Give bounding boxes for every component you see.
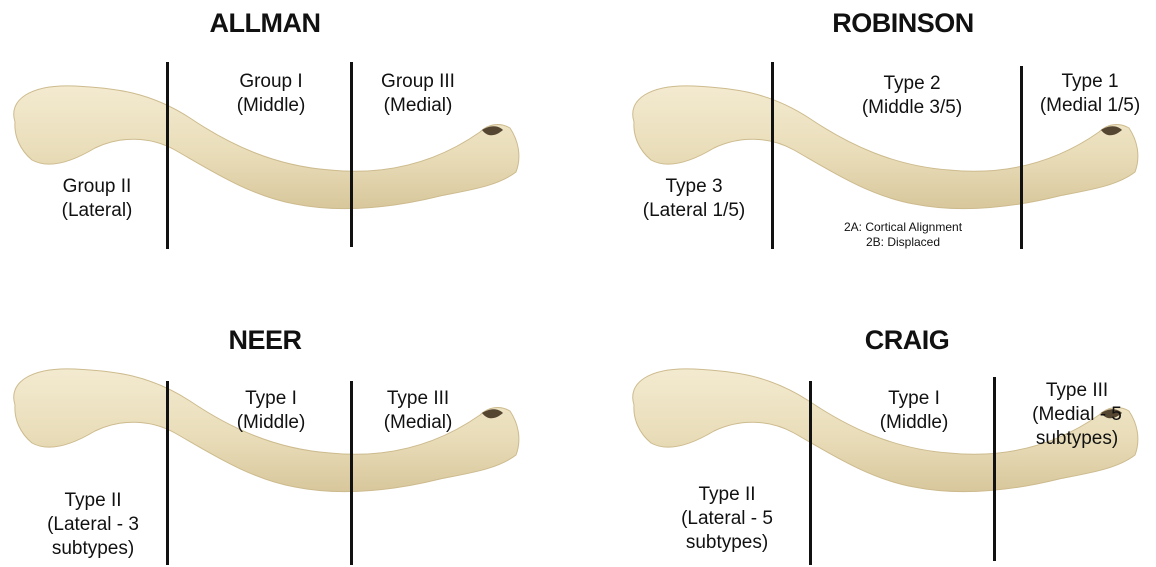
classification-title: NEER: [228, 325, 301, 356]
middle-zone-label: Type I(Middle): [880, 387, 949, 435]
classification-title: ALLMAN: [210, 8, 321, 39]
zone-divider-lateral: [166, 62, 169, 249]
middle-zone-label: Group I(Middle): [237, 70, 306, 118]
medial-zone-label: Type 1(Medial 1/5): [1040, 70, 1140, 118]
robinson-panel: ROBINSON Type 2(Middle 3/5) Type 1(Media…: [578, 0, 1156, 283]
zone-divider-medial: [1020, 66, 1023, 249]
classification-title: ROBINSON: [832, 8, 974, 39]
zone-divider-lateral: [166, 381, 169, 565]
clavicle-illustration: [0, 0, 578, 283]
classification-title: CRAIG: [865, 325, 950, 356]
zone-divider-medial: [350, 62, 353, 247]
allman-panel: ALLMAN Group I(Middle) Group III(Medial)…: [0, 0, 578, 283]
neer-panel: NEER Type I(Middle) Type III(Medial) Typ…: [0, 283, 578, 566]
zone-divider-medial: [993, 377, 996, 561]
zone-divider-lateral: [771, 62, 774, 249]
zone-divider-medial: [350, 381, 353, 565]
lateral-zone-label: Group II(Lateral): [62, 175, 133, 223]
zone-divider-lateral: [809, 381, 812, 565]
middle-zone-label: Type I(Middle): [237, 387, 306, 435]
medial-zone-label: Type III(Medial): [384, 387, 453, 435]
lateral-zone-label: Type 3(Lateral 1/5): [643, 175, 745, 223]
medial-zone-label: Group III(Medial): [381, 70, 455, 118]
middle-zone-label: Type 2(Middle 3/5): [862, 72, 962, 120]
craig-panel: CRAIG Type I(Middle) Type III(Medial - 5…: [578, 283, 1156, 566]
